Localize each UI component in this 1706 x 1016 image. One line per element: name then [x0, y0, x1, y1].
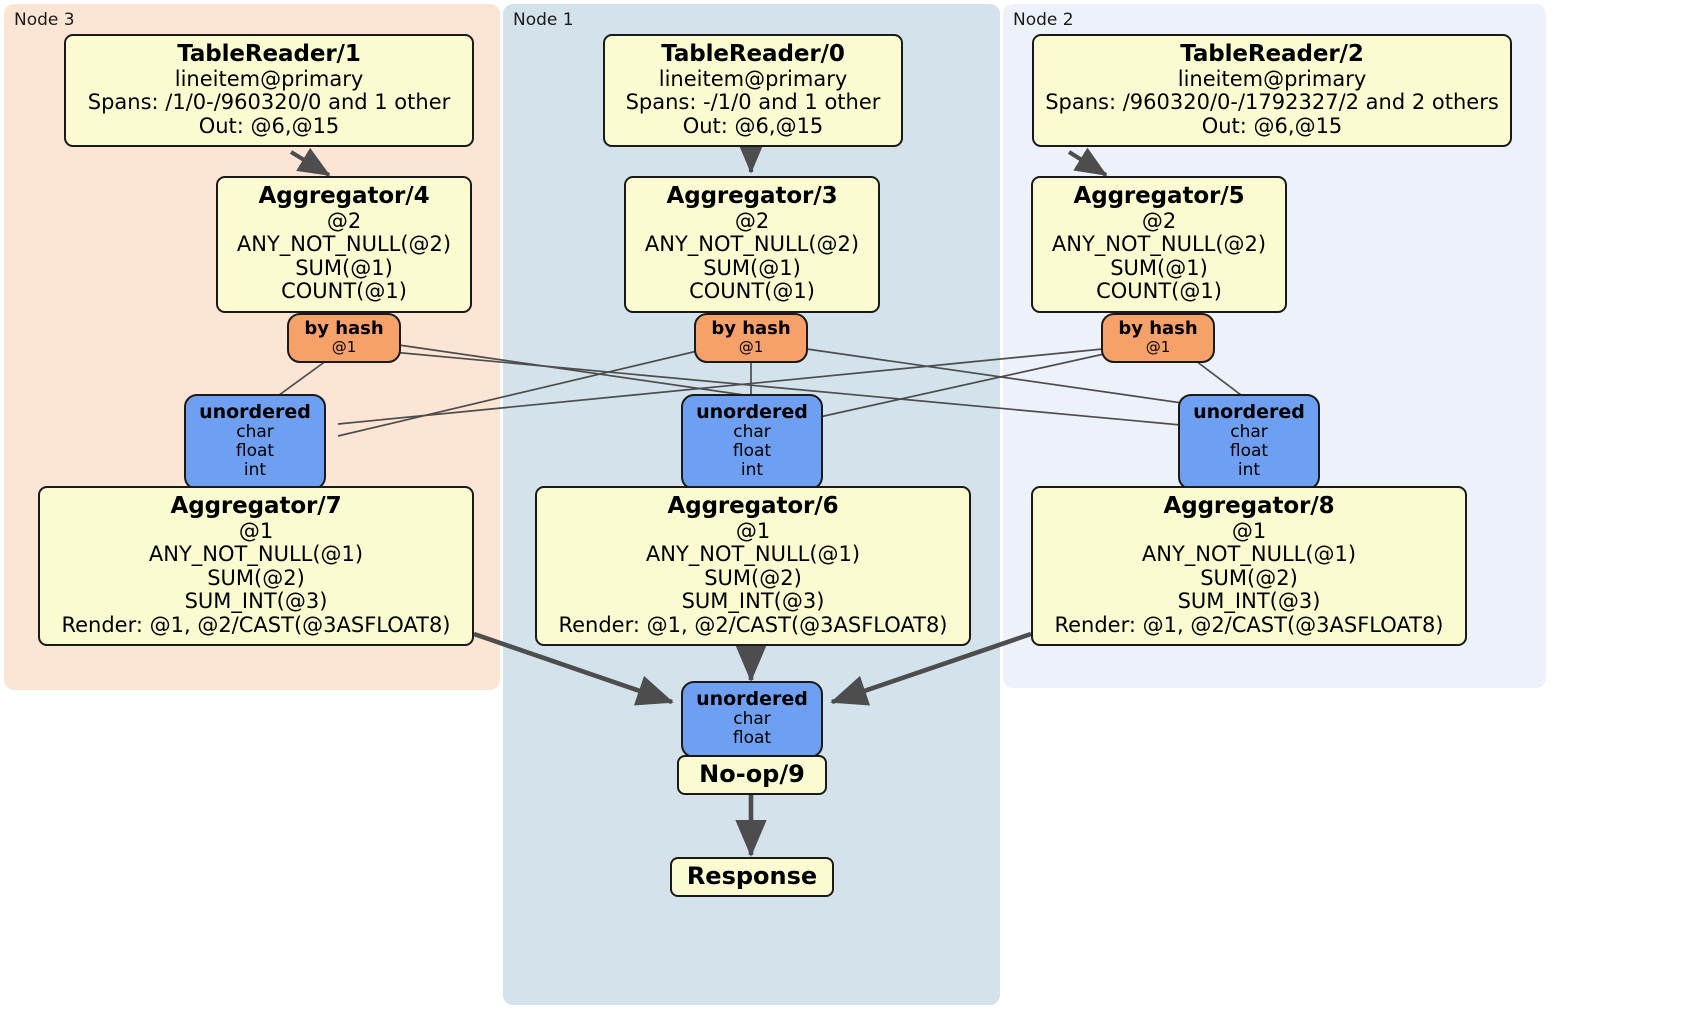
stream-line: char — [733, 422, 771, 443]
processor-line: ANY_NOT_NULL(@1) — [148, 542, 364, 567]
stream-unordered-final[interactable]: unordered char float — [681, 681, 823, 759]
processor-line: SUM(@1) — [703, 255, 801, 280]
router-title: by hash — [304, 318, 384, 339]
processor-line: SUM(@1) — [1110, 255, 1208, 280]
panel-node-1-label: Node 1 — [513, 10, 574, 30]
processor-line: SUM(@2) — [704, 565, 802, 590]
stream-line: int — [243, 460, 267, 481]
processor-aggregator-3[interactable]: Aggregator/3 @2 ANY_NOT_NULL(@2) SUM(@1)… — [624, 176, 880, 313]
stream-unordered-right[interactable]: unordered char float int — [1178, 394, 1320, 491]
processor-line: @2 — [1141, 208, 1177, 233]
processor-line: @2 — [734, 208, 770, 233]
stream-unordered-left[interactable]: unordered char float int — [184, 394, 326, 491]
processor-aggregator-6[interactable]: Aggregator/6 @1 ANY_NOT_NULL(@1) SUM(@2)… — [535, 486, 971, 647]
processor-tablereader-1[interactable]: TableReader/1 lineitem@primary Spans: /1… — [64, 34, 474, 148]
processor-line: Spans: /960320/0-/1792327/2 and 2 others — [1045, 90, 1499, 115]
processor-line: Out: @6,@15 — [682, 113, 824, 138]
processor-title: Aggregator/7 — [170, 493, 342, 519]
stream-title: unordered — [1193, 401, 1305, 423]
router-by-hash-center[interactable]: by hash @1 — [694, 313, 808, 363]
router-by-hash-right[interactable]: by hash @1 — [1101, 313, 1215, 363]
processor-aggregator-4[interactable]: Aggregator/4 @2 ANY_NOT_NULL(@2) SUM(@1)… — [216, 176, 472, 313]
processor-line: SUM(@1) — [295, 255, 393, 280]
processor-title: Aggregator/3 — [666, 183, 838, 209]
processor-line: Spans: /1/0-/960320/0 and 1 other — [87, 90, 451, 115]
stream-line: char — [1230, 422, 1268, 443]
stream-line: float — [732, 728, 772, 749]
router-line: @1 — [1145, 338, 1171, 357]
stream-title: unordered — [696, 401, 808, 423]
processor-title: Aggregator/6 — [667, 493, 839, 519]
router-line: @1 — [738, 338, 764, 357]
processor-line: SUM_INT(@3) — [184, 589, 328, 614]
processor-line: lineitem@primary — [658, 66, 848, 91]
processor-title: Aggregator/4 — [258, 183, 430, 209]
processor-line: Render: @1, @2/CAST(@3ASFLOAT8) — [1054, 612, 1444, 637]
stream-line: float — [235, 441, 275, 462]
processor-line: ANY_NOT_NULL(@2) — [644, 232, 860, 257]
processor-line: Out: @6,@15 — [198, 113, 340, 138]
processor-title: TableReader/1 — [177, 41, 361, 67]
processor-aggregator-7[interactable]: Aggregator/7 @1 ANY_NOT_NULL(@1) SUM(@2)… — [38, 486, 474, 647]
processor-line: ANY_NOT_NULL(@2) — [236, 232, 452, 257]
panel-node-2-label: Node 2 — [1013, 10, 1074, 30]
processor-title: Aggregator/5 — [1073, 183, 1245, 209]
processor-title: Aggregator/8 — [1163, 493, 1335, 519]
processor-line: lineitem@primary — [174, 66, 364, 91]
processor-title: TableReader/0 — [661, 41, 845, 67]
stream-title: unordered — [696, 688, 808, 710]
stream-line: int — [740, 460, 764, 481]
processor-line: Render: @1, @2/CAST(@3ASFLOAT8) — [61, 612, 451, 637]
processor-line: Out: @6,@15 — [1201, 113, 1343, 138]
processor-response[interactable]: Response — [670, 857, 834, 897]
processor-tablereader-0[interactable]: TableReader/0 lineitem@primary Spans: -/… — [603, 34, 903, 148]
processor-aggregator-5[interactable]: Aggregator/5 @2 ANY_NOT_NULL(@2) SUM(@1)… — [1031, 176, 1287, 313]
processor-line: SUM_INT(@3) — [681, 589, 825, 614]
stream-line: char — [733, 709, 771, 730]
router-title: by hash — [1118, 318, 1198, 339]
processor-title: TableReader/2 — [1180, 41, 1364, 67]
router-by-hash-left[interactable]: by hash @1 — [287, 313, 401, 363]
processor-line: Spans: -/1/0 and 1 other — [625, 90, 881, 115]
stream-line: int — [1237, 460, 1261, 481]
processor-line: SUM(@2) — [1200, 565, 1298, 590]
router-title: by hash — [711, 318, 791, 339]
processor-line: @1 — [1231, 518, 1267, 543]
stream-line: float — [1229, 441, 1269, 462]
processor-line: ANY_NOT_NULL(@1) — [645, 542, 861, 567]
stream-line: float — [732, 441, 772, 462]
processor-title: No-op/9 — [699, 760, 805, 788]
processor-line: @1 — [735, 518, 771, 543]
processor-line: ANY_NOT_NULL(@1) — [1141, 542, 1357, 567]
processor-line: @1 — [238, 518, 274, 543]
processor-line: Render: @1, @2/CAST(@3ASFLOAT8) — [558, 612, 948, 637]
stream-title: unordered — [199, 401, 311, 423]
processor-line: ANY_NOT_NULL(@2) — [1051, 232, 1267, 257]
processor-no-op-9[interactable]: No-op/9 — [677, 755, 827, 795]
processor-line: COUNT(@1) — [1096, 279, 1222, 304]
processor-line: SUM_INT(@3) — [1177, 589, 1321, 614]
processor-line: COUNT(@1) — [689, 279, 815, 304]
stream-line: char — [236, 422, 274, 443]
processor-line: SUM(@2) — [207, 565, 305, 590]
stream-unordered-center[interactable]: unordered char float int — [681, 394, 823, 491]
processor-line: lineitem@primary — [1177, 66, 1367, 91]
processor-aggregator-8[interactable]: Aggregator/8 @1 ANY_NOT_NULL(@1) SUM(@2)… — [1031, 486, 1467, 647]
processor-title: Response — [686, 862, 818, 890]
processor-line: COUNT(@1) — [281, 279, 407, 304]
processor-line: @2 — [326, 208, 362, 233]
router-line: @1 — [331, 338, 357, 357]
processor-tablereader-2[interactable]: TableReader/2 lineitem@primary Spans: /9… — [1032, 34, 1512, 148]
panel-node-3-label: Node 3 — [14, 10, 75, 30]
